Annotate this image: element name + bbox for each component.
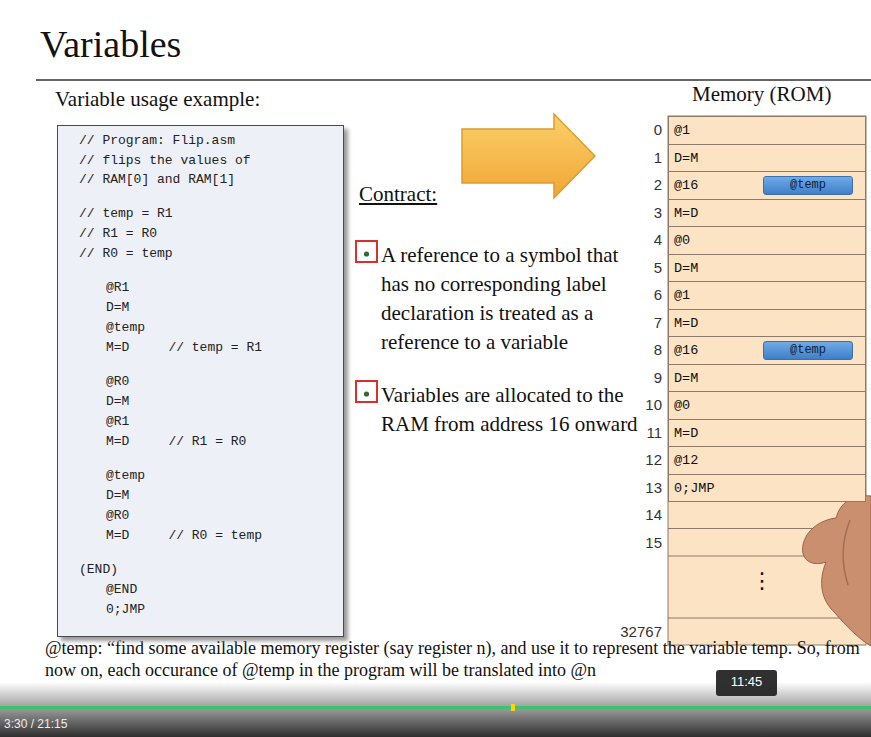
- rom-cell: M=D: [668, 199, 866, 228]
- code-line: D=M: [106, 299, 129, 317]
- address-number: 9: [612, 364, 662, 392]
- progress-bar: [0, 706, 871, 709]
- video-time: 3:30 / 21:15: [4, 716, 67, 732]
- example-heading: Variable usage example:: [55, 86, 260, 113]
- translate-arrow: [462, 114, 595, 198]
- rom-memory-table: Memory (ROM)@1D=M@16@tempM=D@0D=M@1M=D@1…: [668, 116, 866, 556]
- code-line: (END): [79, 561, 118, 579]
- code-line: // R0 = temp: [79, 245, 173, 263]
- code-line: M=D // R0 = temp: [106, 527, 262, 545]
- presenter-hand: [843, 520, 850, 585]
- instruction-text: M=D: [674, 310, 698, 337]
- rom-cell: 0;JMP: [668, 474, 866, 503]
- rom-cell: @16 @temp: [668, 171, 866, 200]
- address-number: 5: [612, 254, 662, 282]
- code-line: @temp: [106, 467, 145, 485]
- rom-cell: M=D: [668, 419, 866, 448]
- address-number: 4: [612, 226, 662, 254]
- rom-cell: @1: [668, 116, 866, 145]
- address-number: 12: [612, 446, 662, 474]
- tag-text: @temp: [790, 177, 826, 194]
- title-rule: [36, 79, 871, 81]
- rom-cell: @0: [668, 226, 866, 255]
- code-line: M=D // temp = R1: [106, 339, 262, 357]
- instruction-text: D=M: [674, 255, 698, 282]
- contract-rule: Variables are allocated to the RAM from …: [381, 381, 643, 439]
- address-number: 7: [612, 309, 662, 337]
- code-line: @R0: [106, 507, 129, 525]
- instruction-text: M=D: [674, 200, 698, 227]
- code-line: D=M: [106, 393, 129, 411]
- tag-text: @temp: [790, 342, 826, 359]
- variable-tag: @temp: [763, 341, 853, 360]
- slide-title: Variables: [40, 22, 181, 66]
- time-tooltip: 11:45: [716, 670, 777, 696]
- rom-cell: @12: [668, 446, 866, 475]
- address-number: 32767: [596, 618, 662, 645]
- code-line: @END: [106, 581, 137, 599]
- code-line: @temp: [106, 319, 145, 337]
- instruction-text: @0: [674, 227, 690, 254]
- instruction-text: @16: [674, 172, 698, 199]
- address-number: 0: [612, 116, 662, 144]
- code-line: // temp = R1: [79, 205, 173, 223]
- code-line: M=D // R1 = R0: [106, 433, 246, 451]
- address-number: 14: [612, 501, 662, 529]
- address-number: 10: [612, 391, 662, 419]
- code-line: // Program: Flip.asm: [79, 132, 235, 150]
- rom-row-line: [668, 618, 866, 619]
- ellipsis-mark: ⋮: [742, 566, 782, 595]
- code-line: // R1 = R0: [79, 225, 157, 243]
- bullet-dot: [364, 391, 369, 396]
- instruction-text: @12: [674, 447, 698, 474]
- code-line: D=M: [106, 487, 129, 505]
- contract-rule: A reference to a symbol that has no corr…: [381, 241, 643, 357]
- instruction-text: @0: [674, 392, 690, 419]
- table-heading: Memory (ROM): [692, 82, 831, 106]
- address-number: 3: [612, 199, 662, 227]
- address-number: 2: [612, 171, 662, 199]
- instruction-text: D=M: [674, 145, 698, 172]
- presenter-hand: [803, 496, 871, 646]
- address-number: 1: [612, 144, 662, 172]
- code-line: 0;JMP: [106, 601, 145, 619]
- instruction-text: @16: [674, 337, 698, 364]
- instruction-text: @1: [674, 117, 690, 144]
- bullet-highlight: [356, 381, 377, 402]
- bullet-dot: [364, 251, 369, 256]
- rom-cell: D=M: [668, 254, 866, 283]
- code-line: @R1: [106, 413, 129, 431]
- tooltip-text: 11:45: [731, 670, 763, 694]
- instruction-text: 0;JMP: [674, 475, 715, 502]
- contract-heading: Contract:: [359, 181, 437, 208]
- rom-cell: @16 @temp: [668, 336, 866, 365]
- address-number: 6: [612, 281, 662, 309]
- progress-marker: [511, 704, 515, 711]
- rom-cell: @0: [668, 391, 866, 420]
- code-line: @R0: [106, 373, 129, 391]
- instruction-text: D=M: [674, 365, 698, 392]
- address-number: 15: [612, 529, 662, 557]
- code-line: @R1: [106, 279, 129, 297]
- rom-cell: @1: [668, 281, 866, 310]
- bullet-highlight: [356, 241, 377, 262]
- rom-cell: D=M: [668, 144, 866, 173]
- address-number: 11: [612, 419, 662, 447]
- instruction-text: M=D: [674, 420, 698, 447]
- address-number: 8: [612, 336, 662, 364]
- instruction-text: @1: [674, 282, 690, 309]
- address-number: 13: [612, 474, 662, 502]
- code-line: // RAM[0] and RAM[1]: [79, 171, 235, 189]
- code-line: // flips the values of: [79, 152, 251, 170]
- rom-cell: M=D: [668, 309, 866, 338]
- variable-tag: @temp: [763, 176, 853, 195]
- rom-cell: D=M: [668, 364, 866, 393]
- code-listing-box: // Program: Flip.asm // flips the values …: [57, 125, 344, 637]
